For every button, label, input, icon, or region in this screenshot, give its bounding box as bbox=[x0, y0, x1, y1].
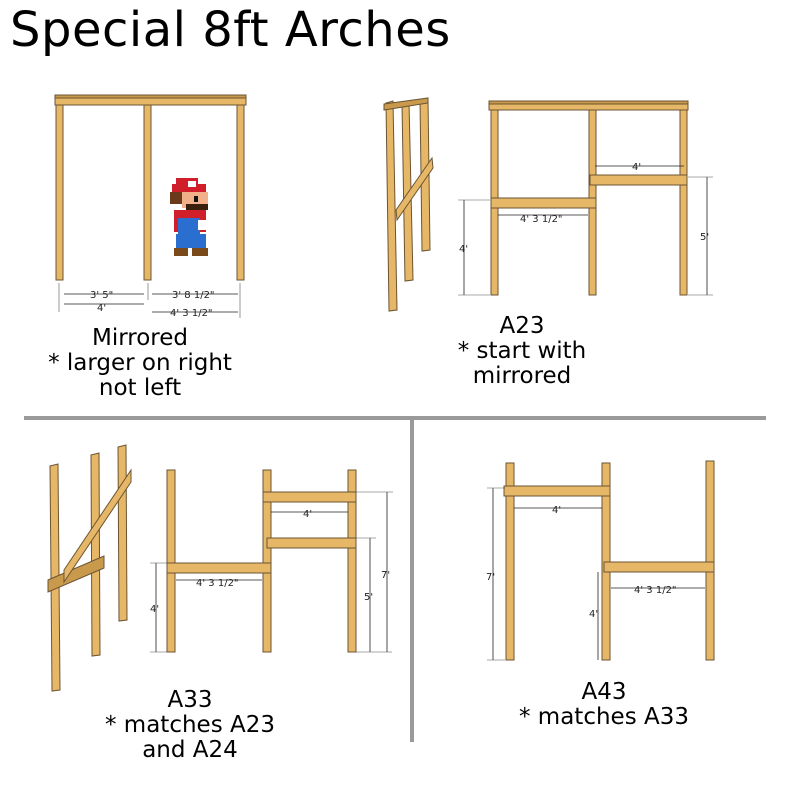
dim-a23-1: 4' 3 1/2" bbox=[520, 214, 563, 225]
caption-line: * start with bbox=[457, 338, 587, 364]
caption-a23: A23 * start with mirrored bbox=[432, 314, 612, 389]
dim-a33-1: 4' 3 1/2" bbox=[196, 578, 239, 589]
dim-a33-2: 4' bbox=[150, 604, 159, 615]
a23-arch-drawing: 4' 4' 3 1/2" 4' 5' bbox=[458, 100, 713, 296]
dim-a23-2: 4' bbox=[459, 244, 468, 255]
dim-mirrored-2: 3' 8 1/2" bbox=[172, 290, 215, 301]
caption-line: * matches A23 bbox=[105, 712, 275, 738]
a33-arch-drawing: 4' 4' 3 1/2" 4' 5' 7' bbox=[150, 469, 393, 653]
caption-line: A33 bbox=[167, 687, 213, 713]
dim-a33-4: 7' bbox=[381, 570, 390, 581]
dim-a33-0: 4' bbox=[303, 509, 312, 520]
caption-mirrored: Mirrored * larger on right not left bbox=[30, 326, 250, 401]
caption-line: not left bbox=[98, 375, 182, 401]
a43-arch-drawing: 4' 7' 4' 3 1/2" 4' bbox=[486, 460, 715, 661]
mario-sprite-icon bbox=[170, 178, 210, 256]
caption-line: A43 bbox=[581, 679, 627, 705]
page-title: Special 8ft Arches bbox=[10, 2, 451, 58]
caption-line: * matches A33 bbox=[519, 704, 689, 730]
dim-a43-1: 7' bbox=[486, 572, 495, 583]
caption-a33: A33 * matches A23 and A24 bbox=[80, 688, 300, 763]
dim-a43-3: 4' bbox=[589, 609, 598, 620]
a33-side-view bbox=[47, 444, 132, 692]
mirrored-arch-drawing: 3' 5" 4' 3' 8 1/2" 4' 3 1/2" bbox=[54, 94, 247, 319]
dim-a43-0: 4' bbox=[552, 505, 561, 516]
dim-a33-3: 5' bbox=[364, 592, 373, 603]
dim-mirrored-1: 4' bbox=[97, 303, 106, 314]
a23-side-view bbox=[383, 97, 434, 312]
caption-line: mirrored bbox=[472, 363, 572, 389]
caption-line: Mirrored bbox=[91, 325, 188, 351]
caption-line: A23 bbox=[499, 313, 545, 339]
caption-line: * larger on right bbox=[48, 350, 232, 376]
caption-a43: A43 * matches A33 bbox=[494, 680, 714, 730]
dim-a23-3: 5' bbox=[700, 232, 709, 243]
caption-line: and A24 bbox=[142, 737, 238, 763]
dim-mirrored-3: 4' 3 1/2" bbox=[170, 308, 213, 319]
dim-a23-0: 4' bbox=[632, 162, 641, 173]
dim-a43-2: 4' 3 1/2" bbox=[634, 585, 677, 596]
dim-mirrored-0: 3' 5" bbox=[90, 290, 113, 301]
